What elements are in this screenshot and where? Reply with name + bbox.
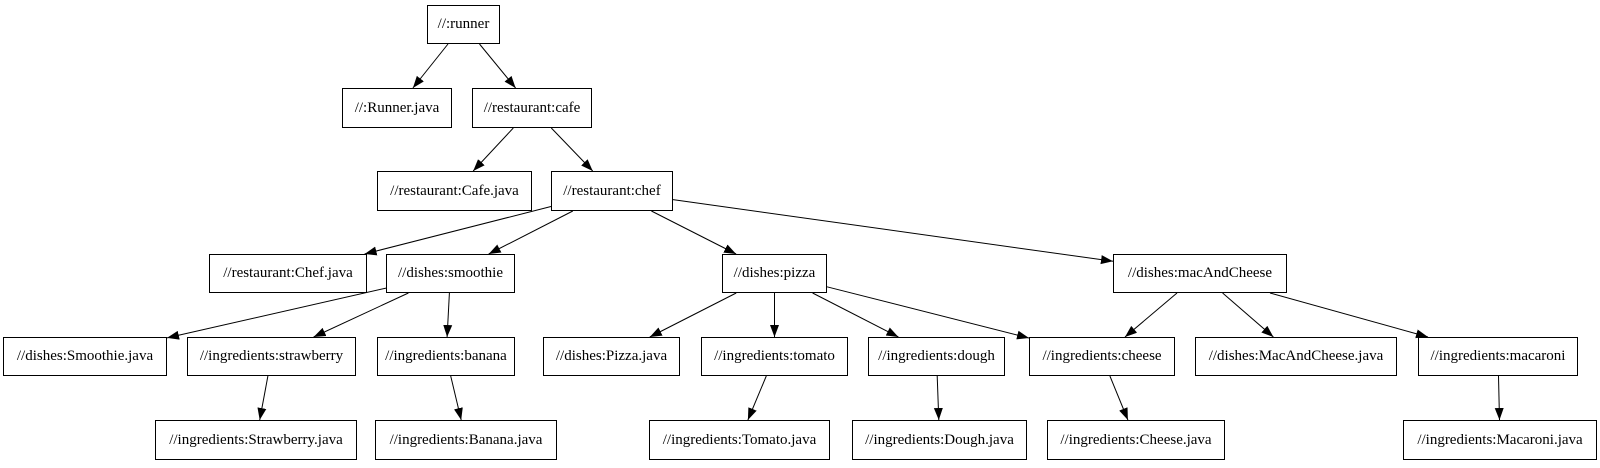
graph-node-cafe_java: //restaurant:Cafe.java (377, 171, 532, 211)
graph-edge-smoothie-to-smoothie_java (166, 287, 387, 340)
graph-node-mac_and_cheese: //dishes:macAndCheese (1113, 254, 1287, 293)
graph-edge-pizza-to-cheese (826, 286, 1030, 340)
graph-edge-banana-to-banana_java (450, 375, 463, 421)
graph-edge-cheese-to-cheese_java (1109, 375, 1129, 421)
graph-edge-runner-to-cafe (479, 43, 516, 89)
graph-node-chef_java: //restaurant:Chef.java (209, 254, 367, 293)
graph-node-smoothie_java: //dishes:Smoothie.java (3, 337, 167, 376)
graph-node-mac_and_cheese_java: //dishes:MacAndCheese.java (1195, 337, 1397, 376)
graph-node-runner: //:runner (427, 5, 500, 44)
graph-node-pizza: //dishes:pizza (722, 254, 827, 293)
graph-node-runner_java: //:Runner.java (342, 88, 452, 128)
graph-node-dough: //ingredients:dough (868, 337, 1005, 376)
graph-edge-pizza-to-dough (812, 292, 899, 338)
graph-node-smoothie: //dishes:smoothie (386, 254, 515, 293)
graph-edge-chef-to-chef_java (364, 206, 552, 256)
graph-edge-mac_and_cheese-to-cheese (1124, 292, 1178, 338)
graph-node-chef: //restaurant:chef (551, 171, 673, 211)
graph-node-dough_java: //ingredients:Dough.java (852, 420, 1027, 460)
graph-node-macaroni: //ingredients:macaroni (1418, 337, 1578, 376)
graph-edge-dough-to-dough_java (933, 375, 943, 421)
graph-node-cheese_java: //ingredients:Cheese.java (1047, 420, 1225, 460)
graph-edge-chef-to-pizza (651, 210, 737, 255)
graph-node-macaroni_java: //ingredients:Macaroni.java (1403, 420, 1597, 460)
graph-node-banana_java: //ingredients:Banana.java (375, 420, 557, 460)
graph-edge-mac_and_cheese-to-mac_and_cheese_java (1222, 292, 1274, 338)
graph-edge-chef-to-smoothie (488, 210, 574, 255)
graph-node-tomato_java: //ingredients:Tomato.java (649, 420, 830, 460)
graph-edge-mac_and_cheese-to-macaroni (1269, 292, 1429, 339)
graph-edge-macaroni-to-macaroni_java (1494, 375, 1504, 421)
graph-node-strawberry_java: //ingredients:Strawberry.java (155, 420, 357, 460)
graph-node-cafe: //restaurant:cafe (472, 88, 592, 128)
graph-edge-runner-to-runner_java (412, 43, 449, 89)
graph-edge-pizza-to-pizza_java (649, 292, 737, 338)
graph-edge-smoothie-to-banana (443, 292, 453, 338)
graph-edge-cafe-to-cafe_java (472, 127, 514, 172)
graph-node-strawberry: //ingredients:strawberry (187, 337, 356, 376)
graph-node-banana: //ingredients:banana (377, 337, 515, 376)
graph-edge-cafe-to-chef (550, 127, 594, 172)
graph-edge-chef-to-mac_and_cheese (672, 199, 1114, 265)
graph-edge-tomato-to-tomato_java (747, 375, 767, 421)
graph-node-cheese: //ingredients:cheese (1029, 337, 1175, 376)
graph-edge-smoothie-to-strawberry (313, 292, 409, 338)
graph-edge-strawberry-to-strawberry_java (257, 375, 269, 421)
graph-node-tomato: //ingredients:tomato (701, 337, 848, 376)
graph-node-pizza_java: //dishes:Pizza.java (543, 337, 680, 376)
